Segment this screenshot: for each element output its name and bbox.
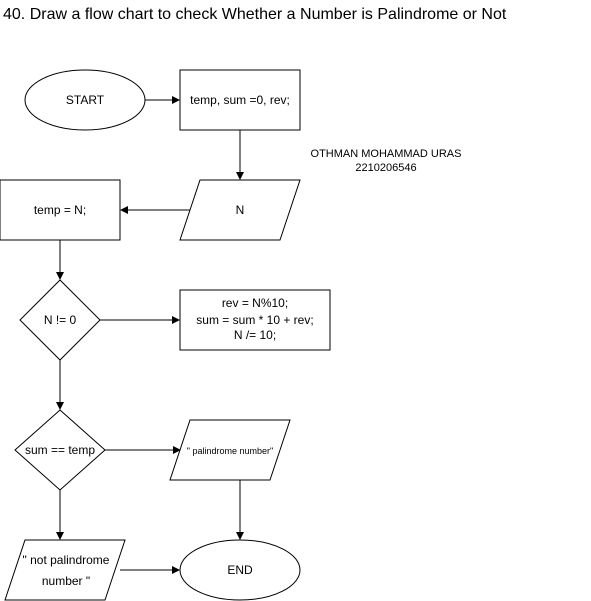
compare-label: sum == temp	[25, 443, 95, 457]
input-n-node: N	[179, 179, 301, 241]
loop-condition-node: N != 0	[19, 279, 101, 361]
diagram-title: 40. Draw a flow chart to check Whether a…	[3, 6, 507, 23]
compare-node: sum == temp	[14, 409, 106, 491]
output-not-palindrome-line-1: " not palindrome	[23, 553, 110, 567]
output-palindrome-label: " palindrome number"	[187, 446, 273, 456]
assign-temp-node: temp = N;	[0, 179, 121, 241]
output-not-palindrome-node: " not palindrome number "	[4, 539, 126, 601]
loop-body-line-1: rev = N%10;	[222, 296, 288, 310]
author-id: 2210206546	[355, 162, 416, 174]
start-node: START	[24, 69, 146, 131]
loop-condition-label: N != 0	[44, 313, 77, 327]
init-node: temp, sum =0, rev;	[179, 69, 301, 131]
author-name: OTHMAN MOHAMMAD URAS	[311, 148, 462, 160]
end-node: END	[179, 539, 301, 601]
init-label: temp, sum =0, rev;	[190, 93, 290, 107]
assign-temp-label: temp = N;	[34, 203, 86, 217]
author-annotation: OTHMAN MOHAMMAD URAS 2210206546	[311, 148, 462, 174]
output-not-palindrome-line-2: number "	[42, 574, 90, 588]
input-n-label: N	[236, 203, 245, 217]
start-label: START	[66, 93, 105, 107]
loop-body-line-3: N /= 10;	[234, 328, 276, 342]
output-palindrome-node: " palindrome number"	[169, 419, 291, 481]
end-label: END	[227, 563, 253, 577]
loop-body-line-2: sum = sum * 10 + rev;	[196, 313, 313, 327]
loop-body-node: rev = N%10; sum = sum * 10 + rev; N /= 1…	[179, 289, 331, 351]
